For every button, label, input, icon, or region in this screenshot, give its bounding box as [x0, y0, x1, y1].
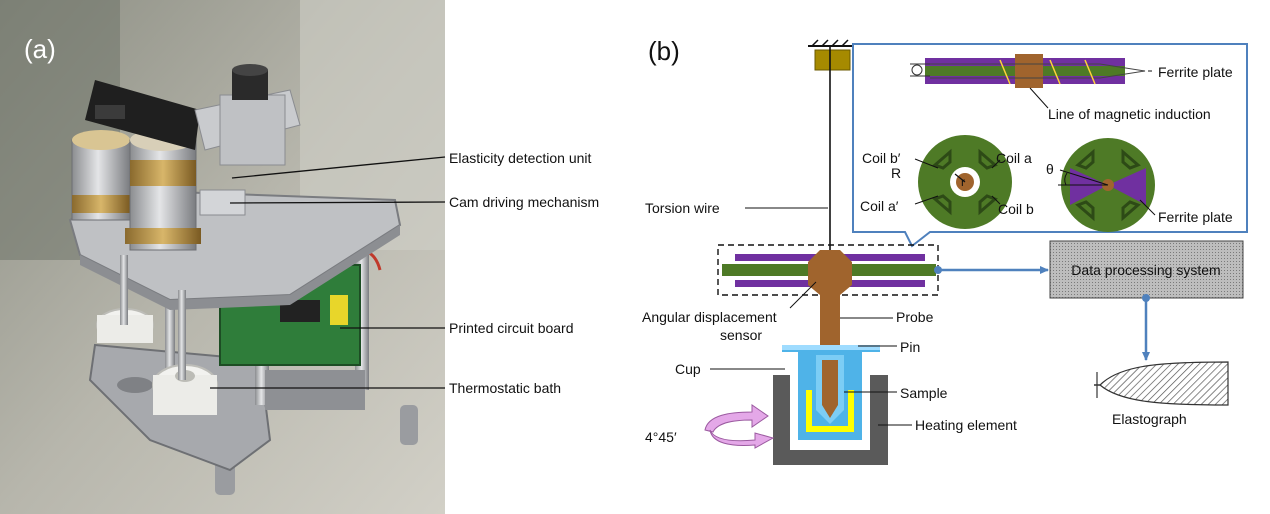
label-elasticity-unit: Elasticity detection unit	[449, 150, 592, 166]
label-r: r	[961, 175, 965, 189]
panel-b-tag: (b)	[648, 36, 680, 66]
leader-magnetic	[1029, 87, 1049, 109]
inset-side-view	[910, 54, 1152, 109]
leader-angular-sensor	[789, 281, 817, 309]
gauge-display	[95, 105, 125, 119]
probe	[808, 250, 852, 420]
foot-right	[400, 405, 418, 445]
label-probe: Probe	[896, 309, 934, 325]
label-elastograph: Elastograph	[1112, 411, 1187, 427]
elastograph	[1094, 361, 1229, 406]
label-R: R	[891, 165, 901, 181]
label-ferrite-plate-top: Ferrite plate	[1158, 64, 1233, 80]
label-angular-sensor-1: Angular displacement	[642, 309, 777, 325]
panel-a-tag: (a)	[24, 34, 56, 64]
label-sample: Sample	[900, 385, 948, 401]
mount-block	[814, 49, 851, 71]
connector-yellow	[330, 295, 348, 325]
knob-top	[232, 64, 268, 76]
rotation-arrows	[704, 404, 775, 449]
inset-ferrite-disc	[1058, 138, 1156, 232]
cup-rim	[782, 345, 880, 350]
cylinder-2-ring	[130, 160, 196, 186]
leader-cam	[229, 201, 446, 204]
ceiling-mount	[808, 39, 852, 71]
label-coil-b: Coil b	[998, 201, 1034, 217]
label-thermostatic-bath: Thermostatic bath	[449, 380, 561, 396]
upper-block	[219, 94, 286, 166]
side-probe	[1015, 54, 1043, 88]
ferrite-bowtie	[1070, 168, 1146, 205]
label-angle: 4°45′	[645, 429, 677, 445]
pillar-3	[165, 290, 175, 410]
label-pcb: Printed circuit board	[449, 320, 574, 336]
elastograph-shape	[1099, 361, 1229, 406]
coil-windings	[932, 148, 998, 216]
panel-a-leaders	[210, 156, 446, 389]
label-cup: Cup	[675, 361, 701, 377]
panel-a-photo: (a)	[0, 0, 445, 514]
label-pin: Pin	[900, 339, 920, 355]
rotation-arrow-top	[704, 404, 769, 433]
label-cam-mechanism: Cam driving mechanism	[449, 194, 599, 210]
digital-gauge	[85, 80, 200, 150]
cylinder-2-flange	[125, 228, 201, 244]
label-torsion-wire: Torsion wire	[645, 200, 720, 216]
probe-tip	[822, 360, 838, 418]
label-heating-element: Heating element	[915, 417, 1017, 433]
magnetic-lines	[999, 59, 1096, 85]
side-needle	[930, 63, 1146, 79]
label-theta: θ	[1046, 161, 1054, 177]
top-plate-edge	[80, 225, 400, 310]
shaft-1	[120, 255, 128, 325]
data-processing-box	[1049, 240, 1244, 299]
label-coil-b-prime: Coil b′	[862, 150, 901, 166]
label-data-processing: Data processing system	[1071, 262, 1220, 278]
rotation-arrow-bottom	[709, 429, 775, 449]
label-ferrite-plate-bottom: Ferrite plate	[1158, 209, 1233, 225]
cylinder-1-ring	[72, 195, 130, 213]
leader-elasticity	[231, 156, 446, 179]
label-coil-a: Coil a	[996, 150, 1032, 166]
inset-coil-disc	[914, 135, 1012, 229]
lower-block	[265, 370, 365, 410]
side-pivot	[911, 64, 923, 76]
shaft-2	[178, 290, 186, 380]
cylinder-1-top	[72, 130, 130, 150]
chip-2	[280, 300, 320, 322]
cup-assembly	[773, 345, 888, 465]
label-magnetic-induction: Line of magnetic induction	[1048, 106, 1211, 122]
label-angular-sensor-2: sensor	[720, 327, 762, 343]
base-slot	[117, 377, 153, 393]
label-coil-a-prime: Coil a′	[860, 198, 899, 214]
